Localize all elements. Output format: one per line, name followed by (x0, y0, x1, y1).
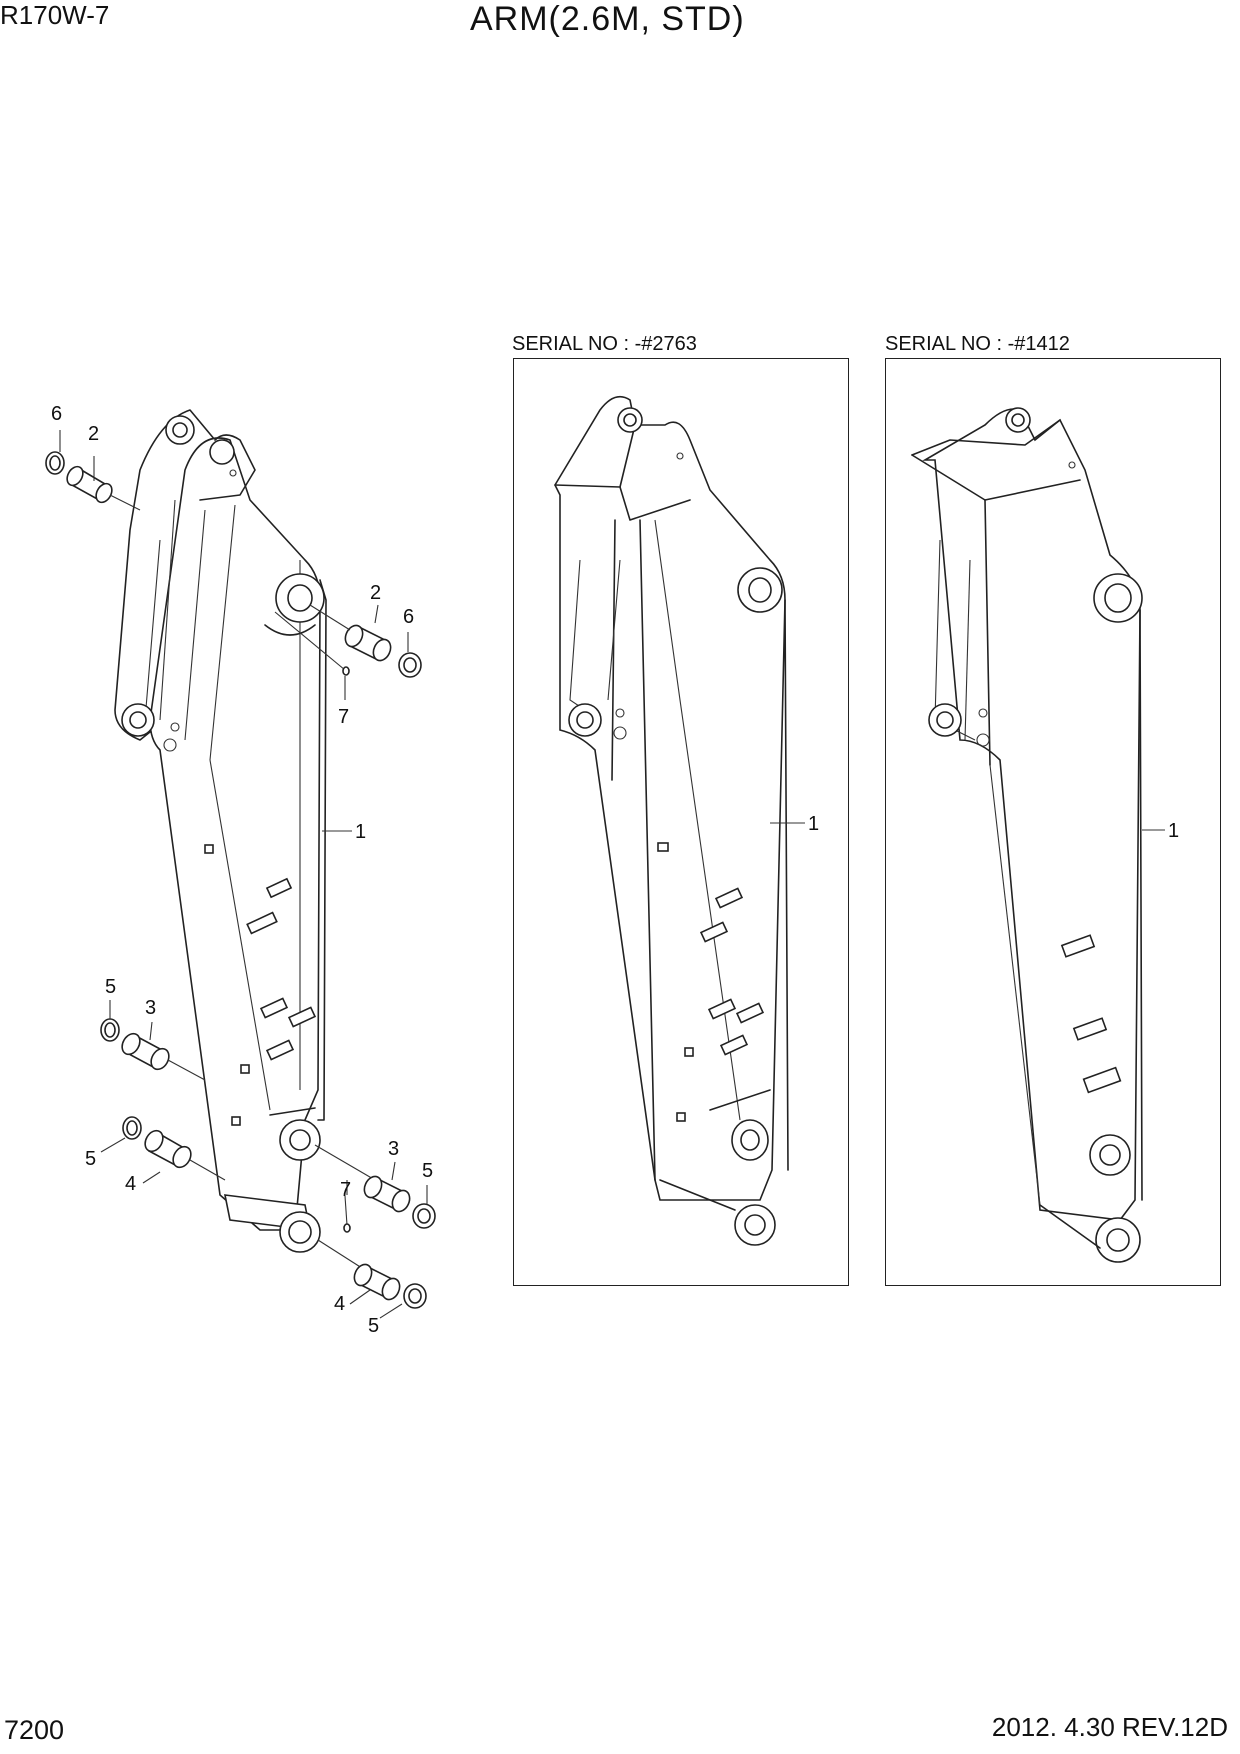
serial-label-view-1: SERIAL NO : -#2763 (512, 333, 697, 355)
arm-variant-view-2 (911, 407, 1165, 1263)
arm-exploded-view (45, 409, 436, 1319)
model-number: R170W-7 (0, 0, 110, 30)
callout-label: 7 (340, 1179, 351, 1201)
callout-label: 3 (388, 1138, 399, 1160)
callout-label: 6 (403, 606, 414, 628)
callout-label: 1 (808, 813, 819, 835)
serial-label-view-2: SERIAL NO : -#1412 (885, 333, 1070, 355)
callout-label: 6 (51, 403, 62, 425)
revision-date: 2012. 4.30 REV.12D (991, 1712, 1228, 1742)
page-title: ARM(2.6M, STD) (470, 0, 745, 38)
callout-label: 5 (368, 1315, 379, 1337)
callout-label: 7 (338, 706, 349, 728)
callout-label: 2 (88, 423, 99, 445)
callout-label: 4 (334, 1293, 345, 1315)
callout-label: 2 (370, 582, 381, 604)
callout-label: 1 (355, 821, 366, 843)
callout-label: 5 (85, 1148, 96, 1170)
callout-label: 3 (145, 997, 156, 1019)
callout-numbers-main: 6 2 2 6 7 1 5 3 5 4 3 5 7 4 5 (51, 403, 433, 1337)
callout-label: 5 (422, 1160, 433, 1182)
arm-variant-view-1 (554, 395, 805, 1246)
page-number: 7200 (4, 1715, 65, 1745)
callout-label: 5 (105, 976, 116, 998)
callout-label: 1 (1168, 820, 1179, 842)
callout-label: 4 (125, 1173, 136, 1195)
